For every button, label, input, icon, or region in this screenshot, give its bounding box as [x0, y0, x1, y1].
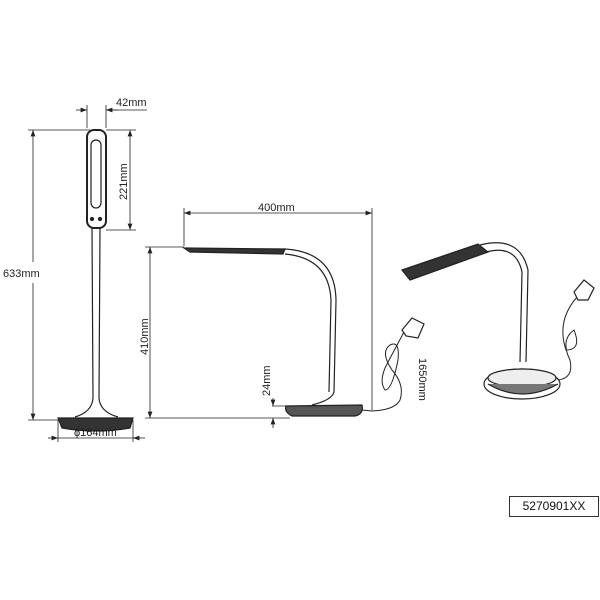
reach-label: 400mm: [258, 202, 295, 214]
perspective-view-lamp: [400, 242, 595, 400]
base-diameter-label: ϕ164mm: [74, 427, 117, 439]
side-dimensions: [145, 208, 373, 428]
front-view-lamp: [57, 129, 134, 432]
side-view-lamp: [181, 247, 425, 417]
head-height-label: 221mm: [118, 163, 130, 200]
head-width-label: 42mm: [116, 97, 147, 109]
front-dimensions: [28, 105, 147, 442]
product-code: 5270901XX: [509, 496, 599, 517]
base-height-label: 24mm: [261, 365, 273, 396]
side-height-label: 410mm: [139, 318, 151, 355]
cord-length-label: 1650mm: [416, 358, 428, 401]
total-height-label: 633mm: [3, 268, 40, 280]
